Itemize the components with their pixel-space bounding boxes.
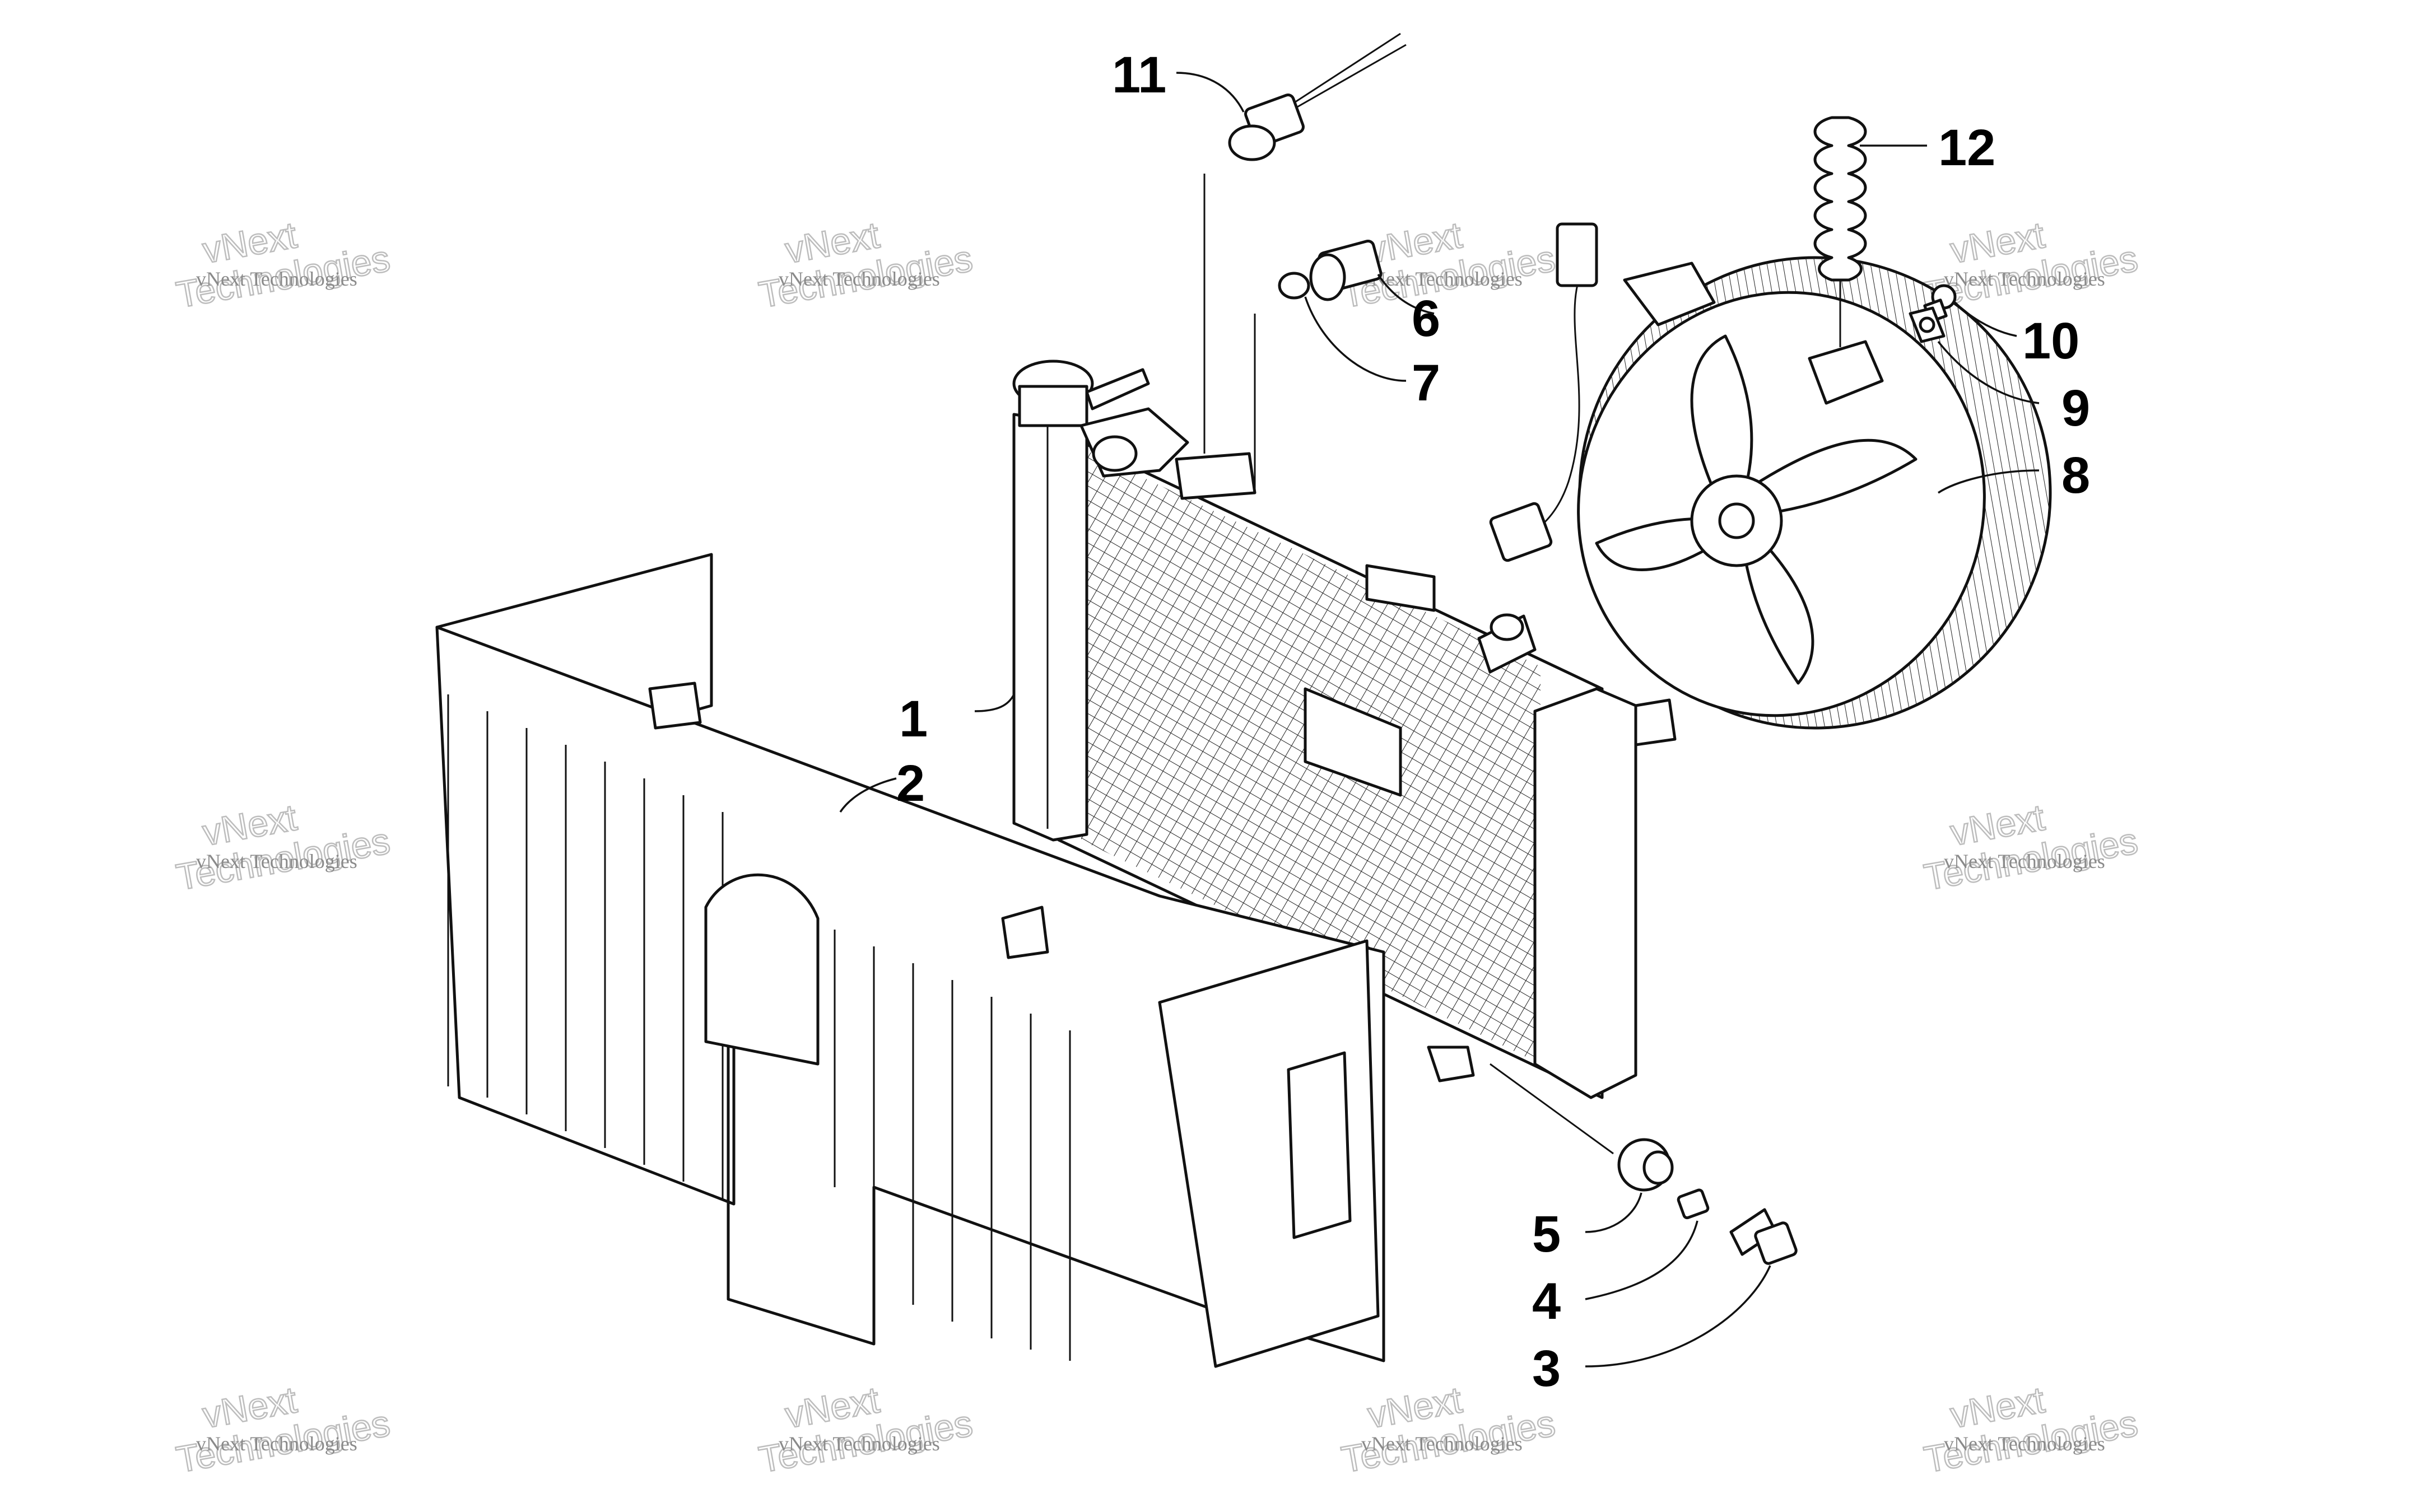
shroud-center-duct <box>704 873 820 1066</box>
watermark: vNext Technologies vNext Technologies <box>1920 1378 2142 1481</box>
callout-8: 8 <box>2061 447 2090 504</box>
callout-1: 1 <box>899 690 928 748</box>
fan-switch <box>1309 239 1383 301</box>
sender-wire <box>1288 32 1401 108</box>
sender-wire-2 <box>1288 44 1407 113</box>
leader-9 <box>1937 340 2040 404</box>
callout-labels: 1 2 3 4 5 6 7 8 9 10 11 12 <box>896 46 2090 1397</box>
temperature-sender <box>1228 32 1407 161</box>
rubber-boot <box>1813 116 1867 282</box>
o-ring <box>1278 272 1310 300</box>
overflow-nipple <box>1085 368 1150 410</box>
radiator-left-tank <box>1012 413 1088 842</box>
callout-3: 3 <box>1532 1340 1561 1397</box>
shroud-side-panel <box>1158 939 1380 1368</box>
callout-2: 2 <box>896 755 925 812</box>
leader-11 <box>1176 72 1245 113</box>
grommet <box>1617 1138 1674 1192</box>
side-mount-hole <box>1490 613 1524 641</box>
svg-text:vNext Technologies: vNext Technologies <box>779 268 940 290</box>
callout-12: 12 <box>1938 119 1995 176</box>
radiator-center-mesh <box>1304 687 1402 797</box>
bottom-mount-tab <box>1427 1046 1475 1082</box>
watermark: vNext Technologies vNext Technologies <box>173 1378 394 1481</box>
shroud-body <box>435 626 1385 1362</box>
watermark: vNext Technologies vNext Technologies <box>173 796 394 899</box>
radiator <box>1012 360 1677 1099</box>
fan-wire <box>1512 263 1586 539</box>
outlet-nipple <box>1634 698 1677 746</box>
fan-connector-lower <box>1489 502 1553 562</box>
fan-blades <box>1595 334 1918 685</box>
callout-5: 5 <box>1532 1206 1561 1263</box>
filler-neck <box>1018 385 1088 427</box>
watermark: vNext Technologies vNext Technologies <box>755 213 976 316</box>
callout-4: 4 <box>1532 1273 1561 1330</box>
mid-rail-plate <box>1365 564 1436 612</box>
svg-text:vNext Technologies: vNext Technologies <box>779 1432 940 1455</box>
watermark: vNext Technologies vNext Technologies <box>1338 1378 1559 1481</box>
svg-text:vNext Technologies: vNext Technologies <box>196 268 357 290</box>
nut-clip <box>1909 306 1946 343</box>
top-rail-plate <box>1175 452 1256 500</box>
svg-text:vNext Technologies: vNext Technologies <box>196 1432 357 1455</box>
leader-lines <box>839 72 2040 1368</box>
fan-top-bracket <box>1623 262 1716 326</box>
radiator-right-tank <box>1533 687 1637 1099</box>
shroud-grille-right <box>834 930 1071 1361</box>
leader-7 <box>1304 296 1407 382</box>
leader-6 <box>1377 274 1435 315</box>
leader-8 <box>1938 469 2040 494</box>
fan-connector-top <box>1556 222 1598 287</box>
leader-10 <box>1954 301 2017 337</box>
svg-text:vNext Technologies: vNext Technologies <box>1361 1432 1523 1455</box>
shroud-clip-mid <box>1001 906 1049 959</box>
bolt <box>1729 1208 1798 1265</box>
fan-side-bracket <box>1808 340 1884 405</box>
watermark: vNext Technologies vNext Technologies <box>755 1378 976 1481</box>
callout-10: 10 <box>2022 312 2079 370</box>
svg-text:vNext Technologies: vNext Technologies <box>1944 850 2105 872</box>
leader-2 <box>839 777 897 813</box>
fan-hub-center <box>1718 502 1755 539</box>
svg-text:vNext Technologies: vNext Technologies <box>1361 268 1523 290</box>
leader-3 <box>1585 1265 1771 1368</box>
shroud-clip-top <box>648 682 702 730</box>
leader-1 <box>974 694 1015 712</box>
callout-9: 9 <box>2061 380 2090 437</box>
assembly-line-mount <box>1490 1063 1614 1155</box>
mount-hole <box>1092 435 1138 472</box>
radiator-shroud <box>435 553 1385 1368</box>
callout-11: 11 <box>1112 46 1166 104</box>
watermark: vNext Technologies vNext Technologies <box>173 213 394 316</box>
callout-7: 7 <box>1412 354 1440 412</box>
svg-text:vNext Technologies: vNext Technologies <box>1944 1432 2105 1455</box>
leader-4 <box>1585 1220 1698 1300</box>
cooling-fan-assembly <box>1489 222 2052 730</box>
watermark: vNext Technologies vNext Technologies <box>1920 796 2142 899</box>
callout-6: 6 <box>1412 290 1440 347</box>
leader-5 <box>1585 1192 1642 1233</box>
side-panel-vent <box>1287 1051 1352 1239</box>
svg-text:vNext Technologies: vNext Technologies <box>1944 268 2105 290</box>
svg-text:vNext Technologies: vNext Technologies <box>196 850 357 872</box>
collar <box>1677 1188 1710 1220</box>
